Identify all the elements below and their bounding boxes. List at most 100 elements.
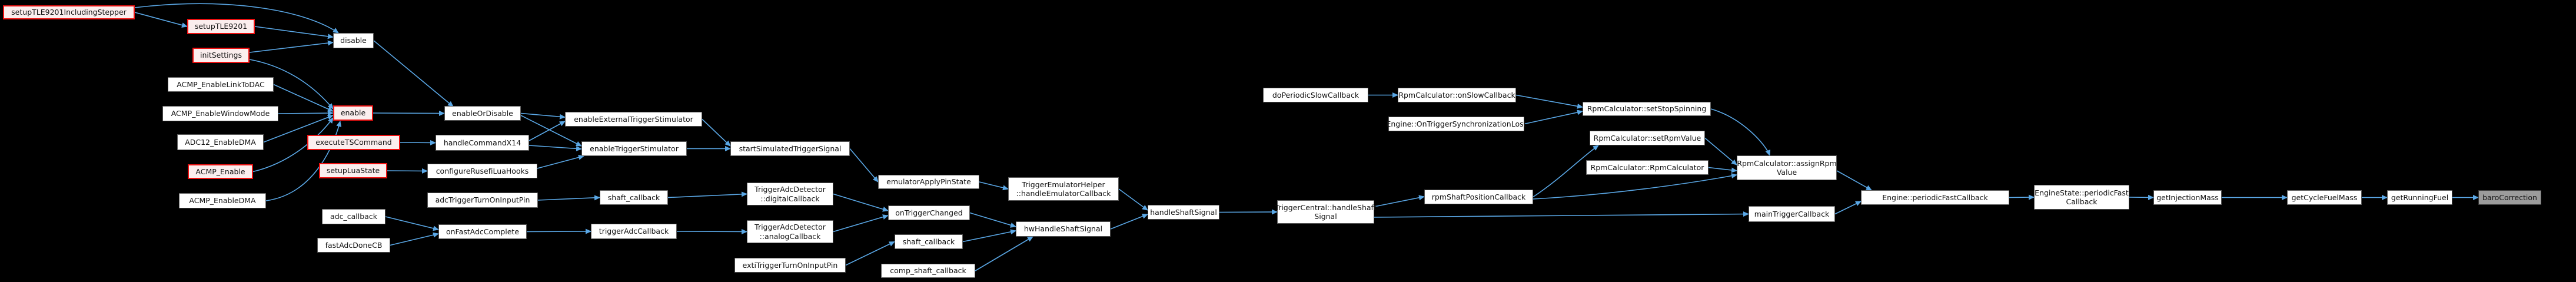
graph-node-enableOrDisable[interactable]: enableOrDisable: [444, 106, 521, 121]
edge-handleShaftSignal-TriggerCentral_handleShaftSignal: [1219, 209, 1278, 215]
edge-disable-enableOrDisable: [373, 40, 454, 107]
edge-RpmCalculator_setRpmValue-RpmCalculator_assignRpmValue: [1704, 137, 1737, 165]
graph-node-fastAdcDoneCB[interactable]: fastAdcDoneCB: [317, 238, 390, 253]
graph-node-extiTriggerTurnOnInputPin[interactable]: extiTriggerTurnOnInputPin: [734, 258, 846, 273]
edge-handleCommandX14-enableExternalTriggerStimulator: [529, 121, 566, 141]
edge-RpmCalculator_onSlowCallback-RpmCalculator_setStopSpinning: [1515, 94, 1583, 109]
graph-node-doPeriodicSlowCallback[interactable]: doPeriodicSlowCallback: [1263, 88, 1368, 102]
edge-mainTriggerCallback-Engine_periodicFastCallback: [1834, 201, 1862, 215]
graph-node-hwHandleShaftSignal[interactable]: hwHandleShaftSignal: [1016, 221, 1111, 237]
graph-node-shaft_callback_1[interactable]: shaft_callback: [600, 190, 668, 205]
graph-node-enable[interactable]: enable: [333, 105, 373, 121]
graph-node-handleShaftSignal[interactable]: handleShaftSignal: [1148, 205, 1219, 220]
edge-enableOrDisable-enableTriggerStimulator: [520, 115, 582, 147]
edge-executeTSCommand-handleCommandX14: [400, 140, 436, 145]
graph-node-enableExternalTriggerStimulator[interactable]: enableExternalTriggerStimulator: [565, 112, 702, 127]
edge-shaft_callback_1-TriggerAdcDetector_digitalCallback: [667, 191, 747, 198]
edge-extiTriggerTurnOnInputPin-shaft_callback_2: [845, 241, 895, 266]
edge-Engine_OnTriggerSynchronizationLost-RpmCalculator_setStopSpinning: [1524, 110, 1583, 125]
edge-initSettings-enable: [249, 59, 334, 110]
graph-node-RpmCalculator_RpmCalculator[interactable]: RpmCalculator::RpmCalculator: [1586, 160, 1709, 175]
edge-onTriggerChanged-hwHandleShaftSignal: [969, 212, 1016, 228]
edge-RpmCalculator_RpmCalculator-RpmCalculator_assignRpmValue: [1708, 167, 1737, 173]
graph-node-TriggerAdcDetector_digitalCallback[interactable]: TriggerAdcDetector ::digitalCallback: [747, 183, 833, 205]
graph-node-ADC12_EnableDMA[interactable]: ADC12_EnableDMA: [177, 134, 264, 150]
graph-node-comp_shaft_callback[interactable]: comp_shaft_callback: [881, 264, 975, 278]
edge-fastAdcDoneCB-onFastAdcComplete: [390, 232, 439, 246]
graph-node-configureRusefiLuaHooks[interactable]: configureRusefiLuaHooks: [427, 164, 537, 178]
edge-TriggerAdcDetector_digitalCallback-onTriggerChanged: [833, 193, 889, 212]
edge-ACMP_EnableWindowMode-enable: [278, 110, 334, 116]
edge-RpmCalculator_assignRpmValue-Engine_periodicFastCallback: [1836, 170, 1872, 191]
graph-node-rpmShaftPositionCallback[interactable]: rpmShaftPositionCallback: [1424, 190, 1533, 204]
edge-emulatorApplyPinState-TriggerEmulatorHelper_handleEmulatorCallback: [979, 181, 1009, 191]
edge-startSimulatedTriggerSignal-emulatorApplyPinState: [849, 148, 879, 183]
edge-hwHandleShaftSignal-handleShaftSignal: [1110, 214, 1148, 230]
edge-initSettings-disable: [249, 40, 334, 53]
graph-node-getInjectionMass[interactable]: getInjectionMass: [2153, 190, 2222, 205]
graph-node-Engine_OnTriggerSynchronizationLost[interactable]: Engine::OnTriggerSynchronizationLost: [1386, 117, 1527, 131]
graph-node-getRunningFuel[interactable]: getRunningFuel: [2387, 190, 2452, 205]
graph-node-setupTLE9201[interactable]: setupTLE9201: [187, 19, 255, 34]
graph-node-shaft_callback_2[interactable]: shaft_callback: [895, 234, 963, 249]
edge-Engine_periodicFastCallback-EngineState_periodicFastCallback: [2009, 194, 2035, 200]
edge-ACMP_Enable-enable: [252, 117, 334, 172]
graph-node-setupTLE9201IncludingStepper[interactable]: setupTLE9201IncludingStepper: [3, 5, 135, 19]
graph-node-EngineState_periodicFastCallback[interactable]: EngineState::periodicFast Callback: [2034, 185, 2129, 210]
graph-node-baroCorrection: baroCorrection: [2478, 190, 2541, 205]
graph-node-initSettings[interactable]: initSettings: [192, 48, 250, 63]
graph-node-adcTriggerTurnOnInputPin[interactable]: adcTriggerTurnOnInputPin: [427, 193, 538, 208]
edge-triggerAdcCallback-TriggerAdcDetector_analogCallback: [676, 228, 747, 234]
edge-EngineState_periodicFastCallback-getInjectionMass: [2129, 194, 2154, 200]
graph-node-ACMP_Enable[interactable]: ACMP_Enable: [188, 164, 253, 179]
graph-node-TriggerCentral_handleShaftSignal[interactable]: TriggerCentral::handleShaft Signal: [1275, 200, 1377, 224]
graph-node-enableTriggerStimulator[interactable]: enableTriggerStimulator: [581, 141, 687, 156]
edge-adc_callback-onFastAdcComplete: [385, 216, 439, 231]
edge-TriggerCentral_handleShaftSignal-mainTriggerCallback: [1374, 211, 1749, 218]
graph-node-TriggerAdcDetector_analogCallback[interactable]: TriggerAdcDetector ::analogCallback: [747, 220, 833, 243]
edge-comp_shaft_callback-hwHandleShaftSignal: [975, 236, 1033, 271]
edge-setupTLE9201-disable: [254, 26, 334, 39]
graph-node-Engine_periodicFastCallback[interactable]: Engine::periodicFastCallback: [1861, 190, 2009, 205]
graph-node-RpmCalculator_setRpmValue[interactable]: RpmCalculator::setRpmValue: [1590, 131, 1705, 145]
graph-node-executeTSCommand[interactable]: executeTSCommand: [307, 135, 400, 150]
graph-node-emulatorApplyPinState[interactable]: emulatorApplyPinState: [878, 175, 979, 189]
graph-node-onFastAdcComplete[interactable]: onFastAdcComplete: [438, 224, 527, 239]
edge-TriggerCentral_handleShaftSignal-rpmShaftPositionCallback: [1374, 195, 1425, 207]
edge-rpmShaftPositionCallback-RpmCalculator_assignRpmValue: [1533, 173, 1737, 200]
edge-ACMP_EnableDMA-enable: [265, 121, 342, 201]
graph-node-ACMP_EnableWindowMode[interactable]: ACMP_EnableWindowMode: [162, 106, 278, 121]
graph-node-handleCommandX14[interactable]: handleCommandX14: [436, 135, 529, 151]
edge-enable-enableOrDisable: [373, 110, 445, 116]
graph-node-triggerAdcCallback[interactable]: triggerAdcCallback: [591, 224, 677, 239]
graph-node-ACMP_EnableLinkToDAC[interactable]: ACMP_EnableLinkToDAC: [168, 77, 274, 92]
edge-TriggerAdcDetector_analogCallback-onTriggerChanged: [833, 214, 889, 233]
graph-node-getCycleFuelMass[interactable]: getCycleFuelMass: [2287, 190, 2362, 205]
edge-adcTriggerTurnOnInputPin-shaft_callback_1: [537, 195, 600, 201]
graph-node-mainTriggerCallback[interactable]: mainTriggerCallback: [1749, 206, 1835, 222]
graph-node-disable[interactable]: disable: [333, 33, 374, 48]
edge-setupTLE9201IncludingStepper-setupTLE9201: [134, 12, 188, 28]
edge-rpmShaftPositionCallback-RpmCalculator_setRpmValue: [1533, 145, 1599, 198]
edge-configureRusefiLuaHooks-enableTriggerStimulator: [537, 154, 584, 169]
graph-node-onTriggerChanged[interactable]: onTriggerChanged: [888, 205, 970, 220]
edge-enableExternalTriggerStimulator-startSimulatedTriggerSignal: [702, 118, 731, 147]
edge-setupTLE9201IncludingStepper-disable: [134, 3, 339, 34]
edge-ADC12_EnableDMA-enable: [263, 115, 334, 143]
edge-enableOrDisable-enableExternalTriggerStimulator: [520, 112, 566, 120]
graph-node-RpmCalculator_assignRpmValue[interactable]: RpmCalculator::assignRpm Value: [1737, 155, 1837, 180]
graph-node-TriggerEmulatorHelper_handleEmulatorCallback[interactable]: TriggerEmulatorHelper ::handleEmulatorCa…: [1008, 177, 1119, 201]
edge-RpmCalculator_setStopSpinning-RpmCalculator_assignRpmValue: [1710, 108, 1771, 156]
graph-node-adc_callback[interactable]: adc_callback: [322, 209, 385, 224]
edge-handleCommandX14-enableTriggerStimulator: [529, 145, 582, 151]
graph-node-RpmCalculator_setStopSpinning[interactable]: RpmCalculator::setStopSpinning: [1583, 102, 1711, 116]
graph-node-RpmCalculator_onSlowCallback[interactable]: RpmCalculator::onSlowCallback: [1398, 88, 1516, 102]
graph-node-ACMP_EnableDMA[interactable]: ACMP_EnableDMA: [179, 193, 266, 208]
edge-ACMP_EnableLinkToDAC-enable: [273, 84, 334, 112]
graph-node-startSimulatedTriggerSignal[interactable]: startSimulatedTriggerSignal: [730, 141, 850, 156]
graph-node-setupLuaState[interactable]: setupLuaState: [319, 163, 387, 178]
edge-onFastAdcComplete-triggerAdcCallback: [526, 228, 591, 234]
edge-shaft_callback_2-hwHandleShaftSignal: [962, 229, 1016, 243]
